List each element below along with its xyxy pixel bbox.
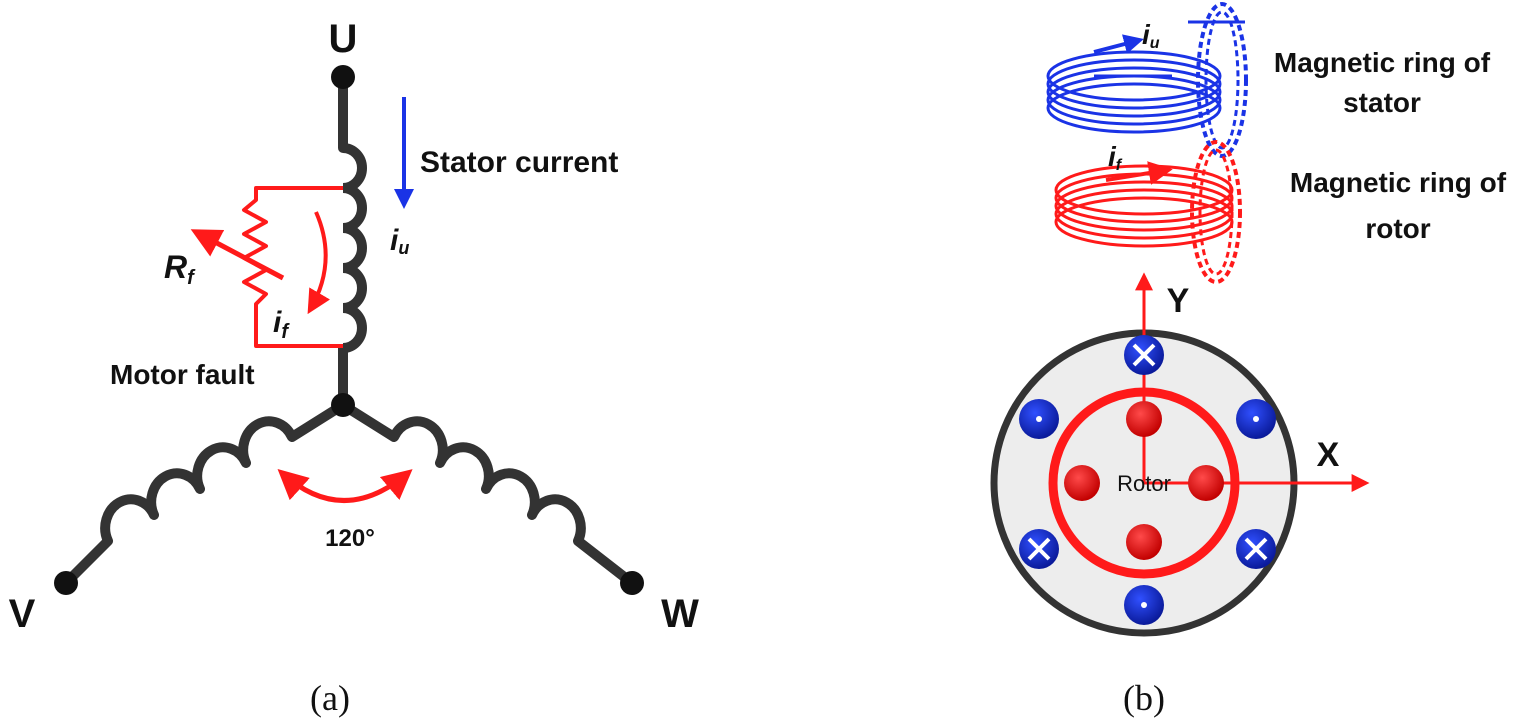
terminal-u-node bbox=[331, 65, 355, 89]
terminal-w-label: W bbox=[661, 592, 699, 636]
angle-120-label: 120° bbox=[325, 525, 375, 552]
stator-conductor-upper-right bbox=[1236, 399, 1276, 439]
rotor-ring-label-line1: Magnetic ring of bbox=[1290, 167, 1507, 198]
x-axis-label: X bbox=[1317, 436, 1340, 474]
fault-resistor-arrow bbox=[190, 229, 285, 281]
rotor-conductor-bottom bbox=[1126, 524, 1162, 560]
stator-magnetic-ring-inner bbox=[1204, 10, 1240, 150]
y-axis-label: Y bbox=[1167, 282, 1190, 320]
if-label: if bbox=[273, 306, 290, 343]
rf-label: Rf bbox=[164, 249, 196, 289]
stator-ring-label-line2: stator bbox=[1343, 87, 1421, 118]
terminal-u-label: U bbox=[329, 17, 358, 61]
rotor-conductor-left bbox=[1064, 465, 1100, 501]
terminal-v-label: V bbox=[9, 592, 36, 636]
stator-coil-current-arrow bbox=[1093, 34, 1144, 54]
stator-current-label: Stator current bbox=[420, 146, 618, 179]
rotor-magnetic-ring bbox=[1190, 140, 1242, 284]
caption-b: (b) bbox=[1123, 678, 1165, 718]
stator-conductor-lower-right bbox=[1236, 529, 1276, 569]
stator-conductor-bottom bbox=[1124, 585, 1164, 625]
w-winding-coil bbox=[340, 400, 636, 587]
stator-conductor-lower-left bbox=[1019, 529, 1059, 569]
stator-magnetic-coil bbox=[1046, 20, 1245, 134]
stator-conductor-top bbox=[1124, 335, 1164, 375]
stator-ring-label-line1: Magnetic ring of bbox=[1274, 47, 1491, 78]
fault-current-arrow bbox=[307, 211, 331, 315]
rotor-coil-current-arrow bbox=[1105, 161, 1173, 185]
motor-fault-label: Motor fault bbox=[110, 359, 255, 390]
iu-label: iu bbox=[390, 224, 409, 258]
rotor-conductor-right bbox=[1188, 465, 1224, 501]
fault-loop-wire bbox=[242, 186, 343, 348]
v-winding-coil bbox=[62, 400, 346, 587]
rotor-conductor-top bbox=[1126, 401, 1162, 437]
panel-a-circuit: U V W Stator current iu Rf if Motor faul… bbox=[9, 17, 699, 718]
panel-b-rings-and-rotor: iu if Magnetic ring of stator Magnetic r… bbox=[990, 2, 1507, 718]
caption-a: (a) bbox=[310, 678, 350, 718]
coil-iu-label: iu bbox=[1142, 19, 1160, 52]
rotor-magnetic-ring-inner bbox=[1198, 148, 1234, 276]
u-winding-coil bbox=[342, 143, 367, 353]
rotor-magnetic-coil bbox=[1054, 164, 1234, 248]
angle-120-arrow bbox=[277, 468, 413, 503]
rotor-label: Rotor bbox=[1117, 471, 1171, 496]
stator-magnetic-ring bbox=[1196, 2, 1248, 158]
terminal-v-node bbox=[54, 571, 78, 595]
stator-conductor-upper-left bbox=[1019, 399, 1059, 439]
rotor-ring-label-line2: rotor bbox=[1365, 213, 1430, 244]
coil-if-label: if bbox=[1108, 141, 1123, 174]
neutral-node bbox=[331, 393, 355, 417]
terminal-w-node bbox=[620, 571, 644, 595]
